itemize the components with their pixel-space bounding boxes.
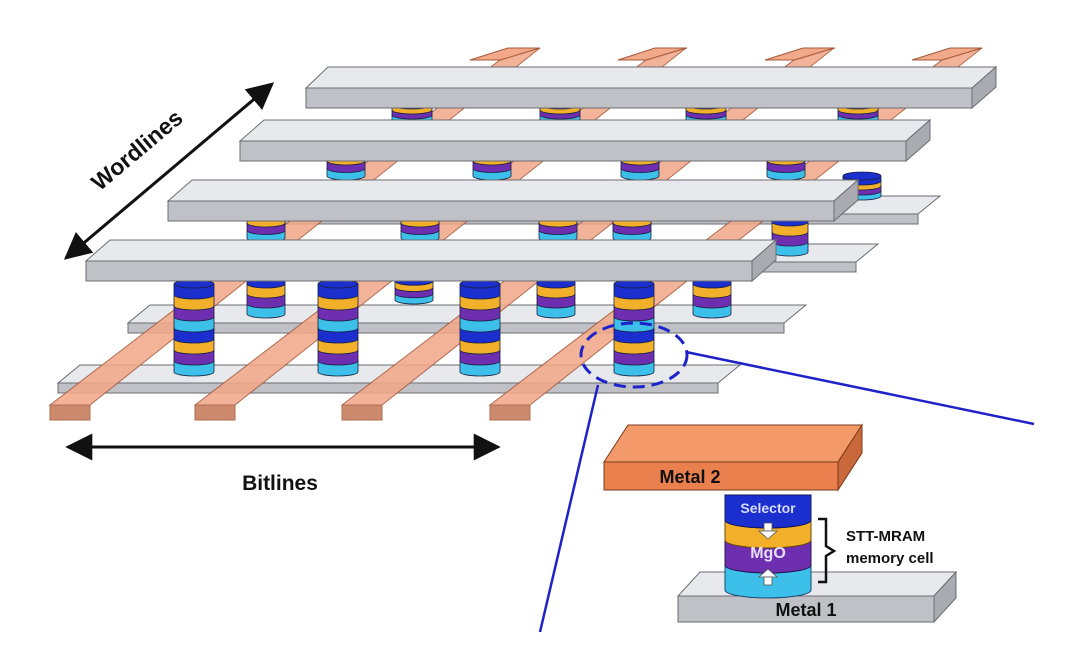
brace-icon	[818, 517, 837, 584]
bitline-tail-2	[617, 47, 688, 61]
wordline-bar-4	[304, 65, 998, 110]
pillar-top	[842, 171, 882, 181]
bitline-tails	[469, 47, 983, 61]
cell-stack	[724, 494, 812, 599]
spin-arrow-up-icon	[757, 568, 779, 586]
wordlines-label: Wordlines	[86, 104, 188, 195]
mgo-label: MgO	[750, 545, 786, 562]
metal1-label: Metal 1	[775, 600, 836, 620]
wordline-bar-3	[238, 118, 932, 163]
bitline-tail-3	[764, 47, 836, 61]
wordlines-double-arrow-icon	[63, 82, 275, 260]
memory-pillar	[613, 279, 655, 377]
bitlines-label: Bitlines	[242, 472, 318, 495]
stt-mram-label-line1: STT-MRAM	[846, 528, 925, 545]
spin-arrow-down-icon	[757, 522, 779, 540]
memory-pillar	[317, 279, 359, 377]
zoom-ellipse	[579, 321, 689, 389]
metal2-label: Metal 2	[659, 467, 720, 487]
memory-pillar	[459, 279, 501, 377]
leader-line-top	[685, 350, 1035, 426]
memory-pillar	[173, 279, 215, 377]
metal2-block	[603, 423, 863, 492]
wordlines-bars	[84, 65, 998, 283]
wordline-bar-2	[166, 178, 860, 223]
wordline-bar-1	[84, 238, 778, 283]
cell-detail: Metal 1 MgO Selector Metal 2	[603, 423, 958, 624]
selector-label: Selector	[740, 500, 796, 516]
stt-mram-label-line2: memory cell	[846, 550, 934, 567]
leader-line-bottom	[538, 384, 600, 633]
